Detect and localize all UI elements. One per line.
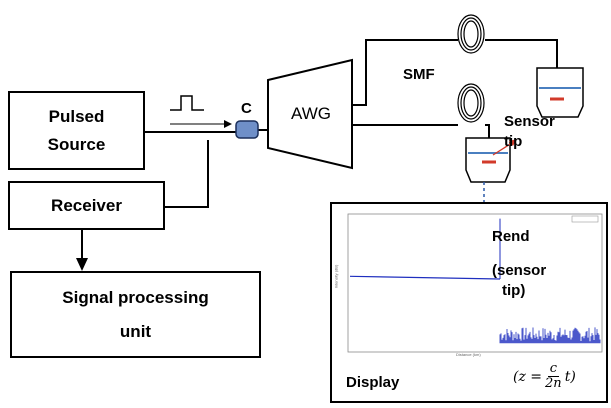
sensor-label-2: tip bbox=[504, 133, 523, 150]
annotation-rend: Rend bbox=[492, 228, 530, 245]
signal-processing-label-1: Signal processing bbox=[62, 287, 209, 307]
signal-processing-label-2: unit bbox=[119, 321, 152, 341]
smf-label: SMF bbox=[403, 66, 435, 83]
pulse-icon bbox=[170, 95, 204, 111]
annotation-sensor: (sensor bbox=[492, 262, 547, 279]
formula-fraction: c 2n bbox=[545, 362, 562, 391]
formula-denominator: 2n bbox=[545, 376, 562, 391]
pulse-arrowhead bbox=[224, 120, 232, 128]
signal-processing-block: Signal processing unit bbox=[10, 271, 261, 358]
receiver-label: Receiver bbox=[51, 195, 122, 215]
trace-noise-floor bbox=[499, 327, 601, 344]
fiber-coil-lower-icon bbox=[457, 83, 485, 123]
awg-block bbox=[267, 58, 353, 170]
formula-suffix: t) bbox=[564, 368, 576, 385]
formula-prefix: (z = bbox=[513, 368, 543, 385]
pulsed-source-label-2: Source bbox=[47, 134, 106, 154]
coupler-icon bbox=[235, 120, 259, 139]
trace-backscatter-line bbox=[349, 275, 501, 280]
receiver-to-processing-arrowhead bbox=[76, 258, 88, 271]
sensor-label-1: Sensor bbox=[504, 113, 555, 130]
fiber-coil-upper-icon bbox=[457, 14, 485, 54]
pulsed-source-label-1: Pulsed bbox=[48, 106, 105, 126]
beaker-upper-icon bbox=[536, 67, 584, 118]
display-formula: (z = c 2n t) bbox=[513, 362, 576, 391]
annotation-tip: tip) bbox=[502, 282, 526, 299]
display-panel: Distance (km) Intensity (dB) bbox=[330, 202, 608, 403]
receiver-block: Receiver bbox=[8, 181, 165, 230]
awg-label: AWG bbox=[291, 104, 331, 123]
coupler-label: C bbox=[241, 100, 252, 117]
display-trace-chart bbox=[347, 213, 603, 353]
display-title: Display bbox=[346, 374, 400, 391]
chart-ylabel: Intensity (dB) bbox=[333, 264, 339, 289]
formula-numerator: c bbox=[547, 361, 559, 377]
receiver-to-coupler-line bbox=[165, 140, 209, 208]
beaker-sensor-icon bbox=[465, 137, 511, 183]
chart-xlabel: Distance (km) bbox=[456, 352, 481, 357]
pulsed-source-block: Pulsed Source bbox=[8, 91, 145, 170]
awg-upper-output-line bbox=[352, 39, 558, 106]
